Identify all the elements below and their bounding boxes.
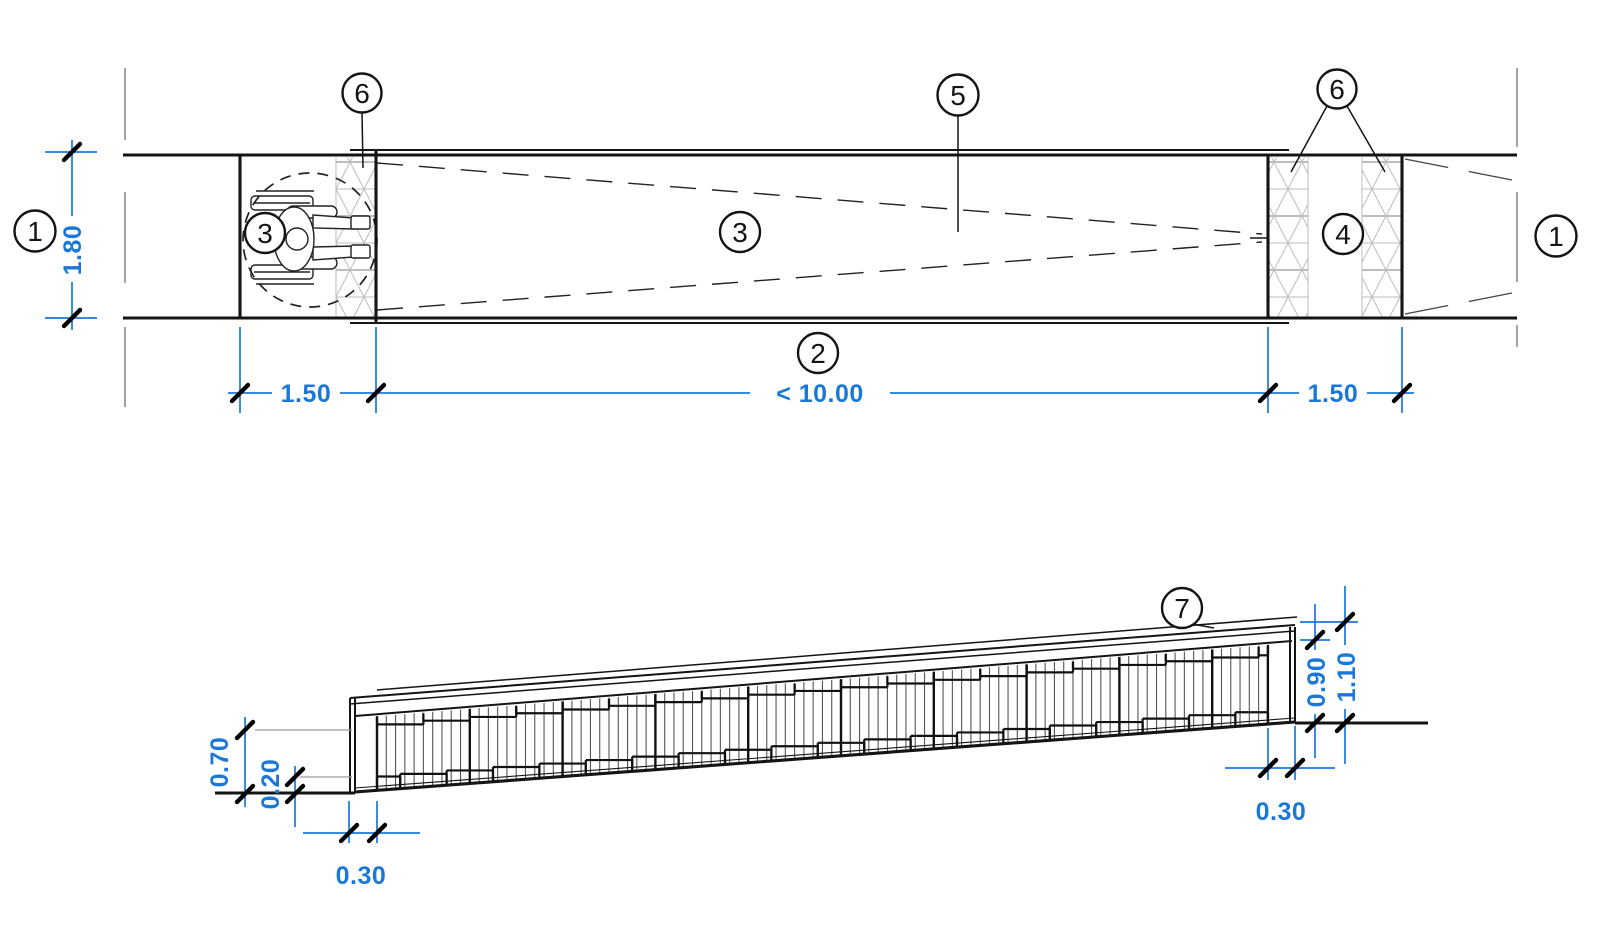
dimension-total-rise: 0.70 bbox=[206, 717, 352, 807]
callout-boundary-right: 1 bbox=[1534, 214, 1578, 258]
dim-lower-rail-label: 0.20 bbox=[257, 759, 285, 810]
plan-edges bbox=[123, 149, 1517, 324]
head bbox=[285, 227, 309, 251]
tactile-strip-right-b bbox=[1361, 157, 1402, 317]
top-rail bbox=[354, 640, 1293, 717]
dimension-extension-right: 0.30 bbox=[1225, 726, 1335, 826]
callout-upper-landing: 4 bbox=[1321, 212, 1365, 256]
dim-ramp-length-label: < 10.00 bbox=[776, 380, 864, 408]
railing-structure bbox=[215, 616, 1428, 795]
leg-top bbox=[312, 214, 355, 230]
ramp-slope-edge bbox=[354, 720, 1296, 794]
plan-view: 1.80 1.50 < 10.00 1.50 1 6 3 bbox=[13, 68, 1578, 413]
svg-text:2: 2 bbox=[810, 338, 826, 369]
railing-balusters bbox=[375, 644, 1270, 791]
dim-width-label: 1.80 bbox=[59, 225, 87, 276]
dim-extension-left-label: 0.30 bbox=[336, 862, 387, 890]
elevation-view: 0.70 0.20 0.30 0.90 1.10 bbox=[206, 586, 1428, 890]
svg-text:3: 3 bbox=[257, 218, 273, 249]
svg-text:6: 6 bbox=[1329, 74, 1345, 105]
tactile-strip-left bbox=[335, 157, 376, 317]
callout-landing-zone: 3 bbox=[243, 211, 287, 255]
wheelchair-symbol bbox=[242, 172, 378, 308]
dim-handrail-height-label: 0.90 bbox=[1303, 657, 1331, 708]
svg-text:3: 3 bbox=[732, 217, 748, 248]
leg-bottom bbox=[312, 245, 355, 261]
dim-landing-right-label: 1.50 bbox=[1308, 380, 1359, 408]
dim-overall-height-label: 1.10 bbox=[1333, 652, 1361, 703]
callout-handrail-plan: 5 bbox=[936, 73, 980, 232]
dimension-overall-height: 1.10 bbox=[1300, 586, 1361, 764]
callout-boundary-left: 1 bbox=[13, 209, 57, 253]
foot-bottom bbox=[350, 244, 371, 259]
tactile-strip-right-a bbox=[1268, 157, 1309, 317]
dimension-extension-left: 0.30 bbox=[303, 801, 420, 890]
svg-text:5: 5 bbox=[950, 80, 966, 111]
svg-text:1: 1 bbox=[27, 216, 43, 247]
callout-handrail-elevation: 7 bbox=[1160, 586, 1215, 630]
dim-landing-left-label: 1.50 bbox=[281, 380, 332, 408]
svg-text:7: 7 bbox=[1174, 593, 1190, 624]
svg-text:1: 1 bbox=[1548, 221, 1564, 252]
callout-ramp-run: 2 bbox=[796, 331, 840, 375]
dimension-lower-rail: 0.20 bbox=[257, 759, 352, 827]
dim-extension-right-label: 0.30 bbox=[1256, 798, 1307, 826]
dimension-handrail-height: 0.90 bbox=[1300, 604, 1331, 758]
ramp-direction-dashed-lines bbox=[376, 158, 1518, 315]
callout-ramp-surface: 3 bbox=[718, 210, 762, 254]
dimension-ticks bbox=[61, 141, 1413, 844]
dim-total-rise-label: 0.70 bbox=[206, 737, 234, 788]
dimension-chain-bottom: 1.50 < 10.00 1.50 bbox=[228, 327, 1414, 413]
callout-tactile-left: 6 bbox=[341, 72, 383, 169]
svg-text:4: 4 bbox=[1335, 219, 1351, 250]
svg-text:6: 6 bbox=[354, 78, 370, 109]
foot-top bbox=[350, 215, 371, 230]
callout-tactile-right: 6 bbox=[1290, 68, 1386, 173]
